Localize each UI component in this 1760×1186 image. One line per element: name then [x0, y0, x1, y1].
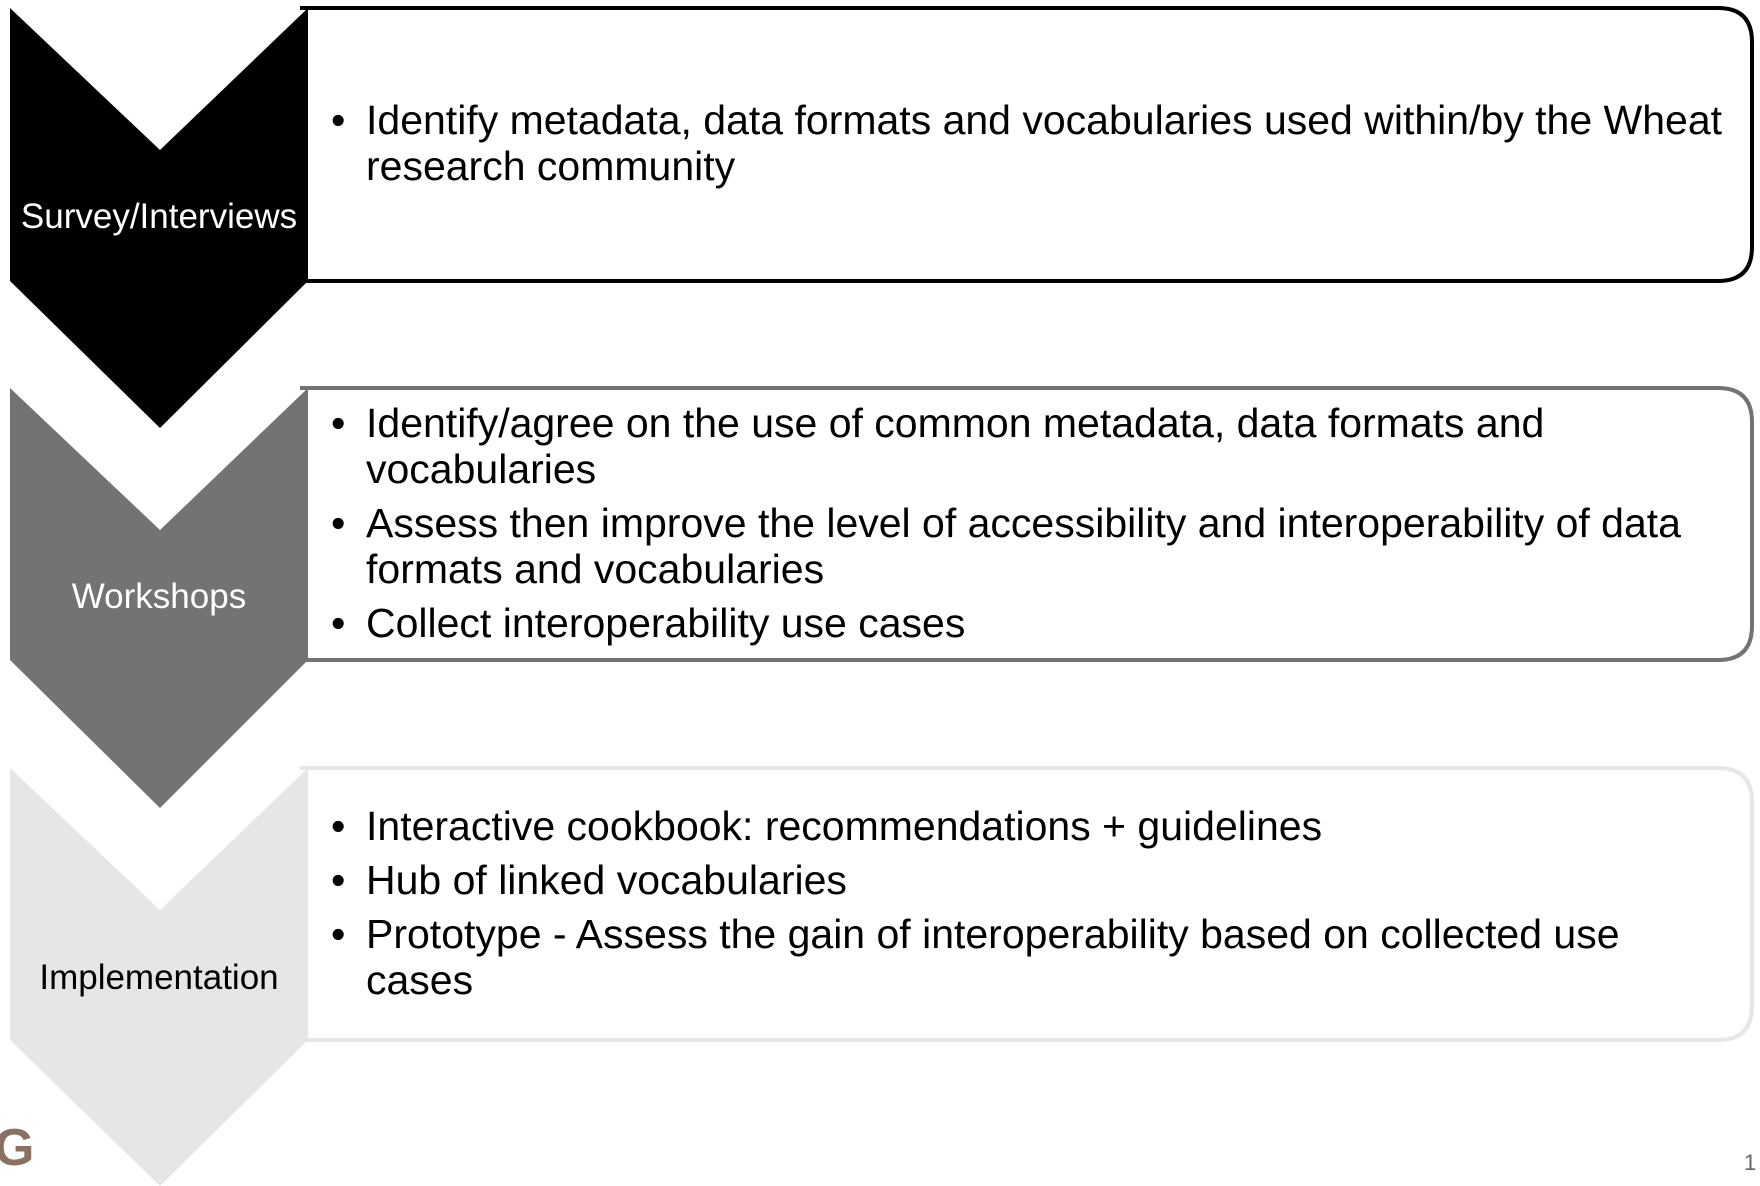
page-number: 1 [1744, 1150, 1757, 1175]
stage-1-text: Identify metadata, data formats and voca… [328, 97, 1738, 197]
stage-1-label: Survey/Interviews [20, 197, 298, 236]
stage-3-chevron [10, 768, 308, 1186]
stage-1-bullet-1: Identify metadata, data formats and voca… [328, 97, 1738, 189]
stage-2-text: Identify/agree on the use of common meta… [328, 400, 1738, 654]
stage-3-bullet-2: Hub of linked vocabularies [328, 857, 1738, 903]
stage-3-bullet-1: Interactive cookbook: recommendations + … [328, 803, 1738, 849]
stage-3-bullet-3: Prototype - Assess the gain of interoper… [328, 911, 1738, 1003]
stage-2-bullet-list: Identify/agree on the use of common meta… [328, 400, 1738, 646]
stage-3-label: Implementation [39, 958, 279, 997]
stage-3-text: Interactive cookbook: recommendations + … [328, 803, 1738, 1011]
stage-2-bullet-3: Collect interoperability use cases [328, 600, 1738, 646]
stage-2-bullet-2: Assess then improve the level of accessi… [328, 500, 1738, 592]
stage-2-label: Workshops [71, 577, 247, 616]
logo-fragment: G [0, 1119, 35, 1177]
stage-2-bullet-1: Identify/agree on the use of common meta… [328, 400, 1738, 492]
stage-3-bullet-list: Interactive cookbook: recommendations + … [328, 803, 1738, 1003]
stage-1-chevron [10, 8, 308, 428]
stage-1-bullet-list: Identify metadata, data formats and voca… [328, 97, 1738, 189]
stage-2-chevron [10, 388, 308, 808]
